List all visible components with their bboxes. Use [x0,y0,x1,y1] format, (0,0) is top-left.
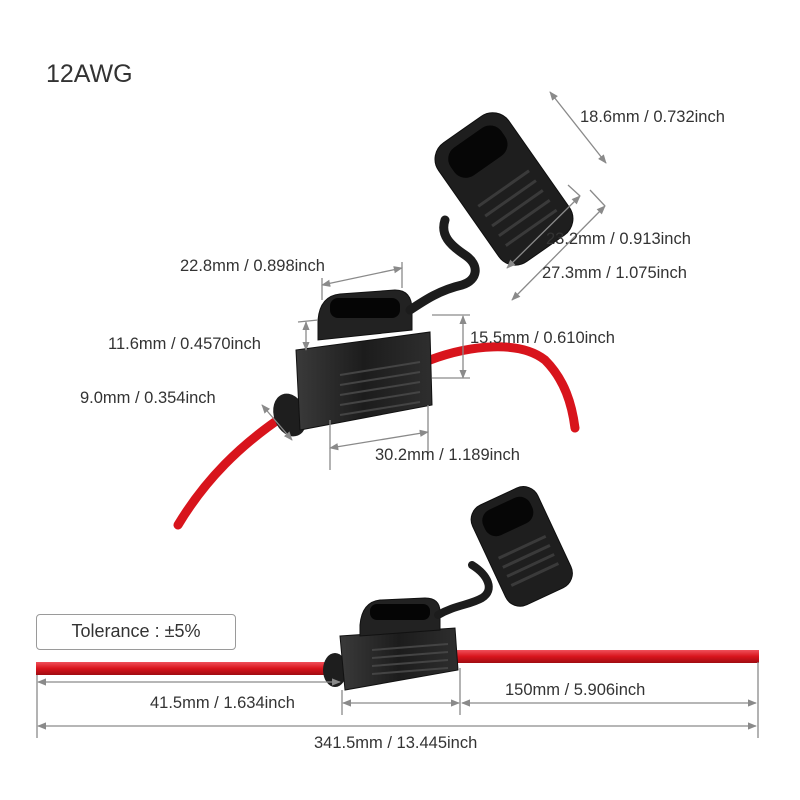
cap-width-label: 18.6mm / 0.732inch [580,108,725,126]
holder-length-label: 30.2mm / 1.189inch [375,446,520,464]
lower-left-wire [36,662,336,675]
lower-dimension-lines [36,662,759,738]
lower-strap [434,561,493,619]
upper-dimension-lines [261,91,607,470]
holder-top-width-label: 22.8mm / 0.898inch [180,257,325,275]
right-wire-length-label: 150mm / 5.906inch [505,681,646,699]
lower-cap [470,486,573,607]
lower-holder-body [339,627,459,691]
total-length-label: 341.5mm / 13.445inch [314,734,478,752]
tolerance-box: Tolerance : ±5% [36,614,236,650]
cap-height-outer-label: 27.3mm / 1.075inch [542,264,687,282]
wire-diameter-label: 9.0mm / 0.354inch [80,389,216,407]
left-wire-length-label: 41.5mm / 1.634inch [150,694,295,712]
wire-gauge-title: 12AWG [46,60,133,88]
upper-strap [405,215,480,315]
lower-right-wire [455,650,759,663]
holder-top-height-label: 11.6mm / 0.4570inch [108,335,261,353]
cap-height-inner-label: 23.2mm / 0.913inch [546,230,691,248]
holder-body-height-label: 15.5mm / 0.610inch [470,329,615,347]
upper-left-wire [173,410,290,530]
lower-fuse-holder [36,486,759,691]
upper-right-wire [425,342,580,433]
